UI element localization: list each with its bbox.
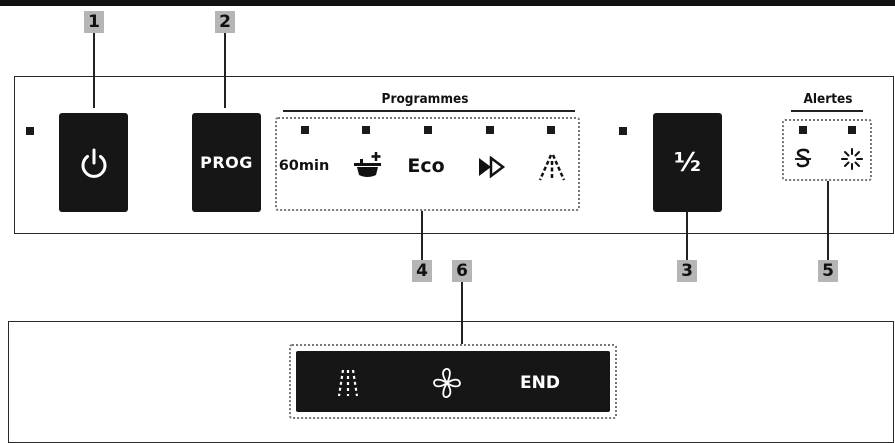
half-load-led (619, 127, 627, 135)
programmes-rule (283, 110, 575, 112)
programme-60min[interactable]: 60min (278, 158, 330, 174)
leader-1 (93, 33, 95, 108)
quick-icon (479, 155, 506, 179)
leader-6 (461, 282, 463, 344)
leader-5 (827, 181, 829, 261)
wash-icon (337, 369, 359, 397)
power-icon (81, 148, 106, 178)
half-load-label: ½ (674, 147, 701, 178)
rinse-aid-led (848, 126, 856, 134)
display-end: END (520, 373, 560, 393)
programme-led (547, 126, 555, 134)
prog-button[interactable]: PROG (192, 113, 261, 212)
callout-6: 6 (452, 260, 472, 282)
programme-glass[interactable] (535, 153, 569, 183)
top-border (0, 0, 895, 6)
programme-quick[interactable] (477, 155, 507, 179)
alert-salt (793, 147, 813, 171)
programme-60min-label: 60min (278, 158, 330, 174)
programme-led (486, 126, 494, 134)
programme-prewash[interactable] (351, 150, 385, 180)
rinse-aid-icon (841, 148, 863, 170)
programme-eco-label: Eco (407, 155, 445, 177)
salt-led (799, 126, 807, 134)
display-dry (429, 367, 465, 399)
display-wash (336, 368, 360, 398)
display-box (289, 344, 617, 419)
callout-1: 1 (84, 11, 104, 33)
control-panel (14, 76, 894, 234)
leader-3 (686, 212, 688, 261)
alerts-rule (791, 110, 863, 112)
power-led (26, 127, 34, 135)
power-button[interactable] (59, 113, 128, 212)
dry-fan-icon (433, 368, 461, 398)
half-load-button[interactable]: ½ (653, 113, 722, 212)
programme-led (424, 126, 432, 134)
programme-led (301, 126, 309, 134)
callout-3: 3 (677, 260, 697, 282)
alert-rinse-aid (840, 147, 864, 171)
display-screen (296, 351, 610, 412)
callout-5: 5 (818, 260, 838, 282)
salt-icon (795, 148, 811, 168)
programme-led (362, 126, 370, 134)
alerts-title: Alertes (803, 91, 853, 107)
leader-2 (224, 33, 226, 108)
callout-2: 2 (215, 11, 235, 33)
programme-eco[interactable]: Eco (400, 155, 452, 177)
leader-4 (421, 211, 423, 261)
programmes-box (275, 117, 580, 211)
programmes-title: Programmes (381, 91, 469, 107)
callout-4: 4 (412, 260, 432, 282)
display-end-label: END (520, 373, 560, 393)
glass-icon (538, 154, 566, 181)
alerts-box (782, 119, 872, 181)
prog-label: PROG (200, 153, 253, 172)
prewash-icon (354, 152, 381, 177)
